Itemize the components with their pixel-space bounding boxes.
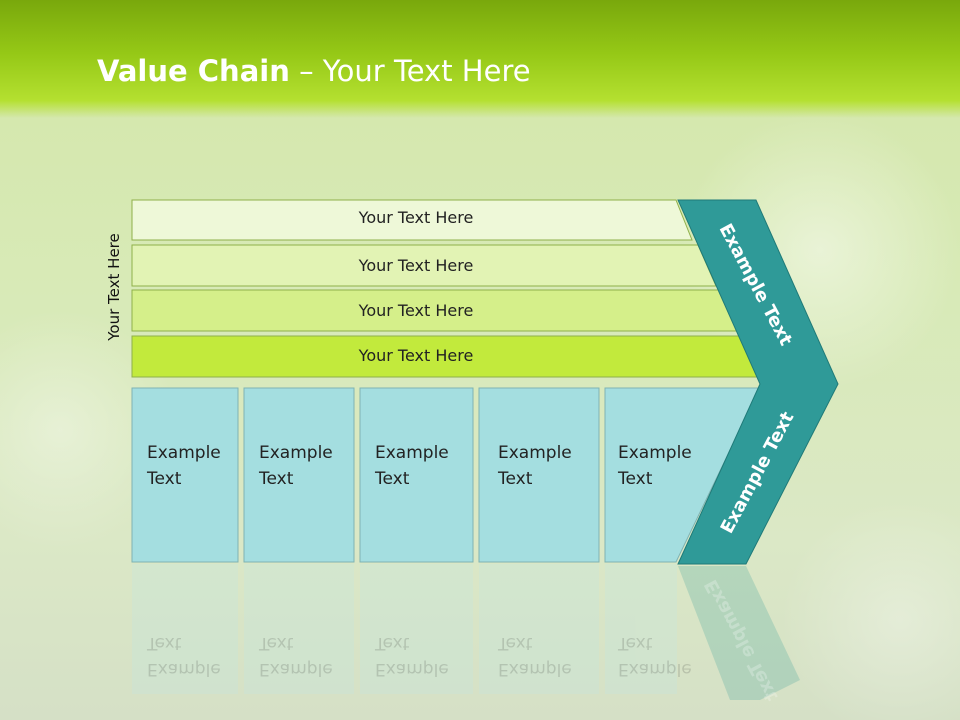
boxes-reflection	[132, 564, 677, 694]
box-shape-1[interactable]	[131, 387, 239, 563]
row-label-1: Your Text Here	[358, 208, 474, 227]
row-label-3: Your Text Here	[358, 301, 474, 320]
title-rest: – Your Text Here	[289, 54, 531, 88]
title-band	[0, 0, 960, 118]
row-label-4: Your Text Here	[358, 346, 474, 365]
row-shape-1[interactable]	[131, 199, 693, 241]
box-shape-2[interactable]	[243, 387, 355, 563]
box-shape-5[interactable]	[604, 387, 761, 563]
box-shape-3[interactable]	[359, 387, 474, 563]
row-label-2: Your Text Here	[358, 256, 474, 275]
chevron-shape[interactable]	[677, 199, 839, 565]
chevron-reflection	[678, 566, 800, 700]
box-shape-4[interactable]	[478, 387, 600, 563]
slide-title[interactable]: Value Chain – Your Text Here	[97, 54, 531, 88]
title-bold: Value Chain	[97, 54, 290, 88]
